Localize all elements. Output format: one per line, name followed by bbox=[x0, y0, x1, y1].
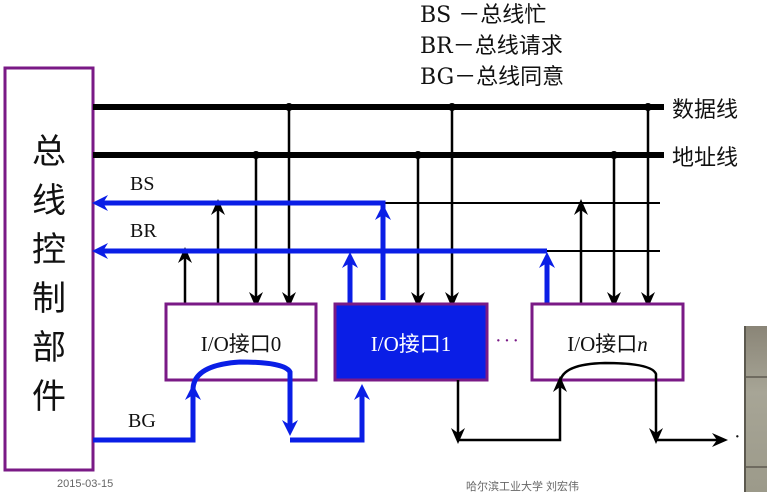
legend-meaning: 总线同意 bbox=[476, 65, 565, 90]
footer-credit: 哈尔滨工业大学 刘宏伟 bbox=[466, 481, 580, 493]
bg-chain-to-ion bbox=[458, 376, 567, 442]
legend-item-bs: BS －总线忙 bbox=[420, 0, 564, 31]
background-photo-fragment bbox=[744, 326, 767, 492]
legend-code: BG bbox=[420, 65, 455, 90]
legend-sep: － bbox=[451, 3, 481, 28]
br-signal-label: BR bbox=[130, 220, 157, 242]
bg-chain-to-io1 bbox=[290, 384, 370, 443]
legend-sep: － bbox=[452, 34, 475, 59]
io-interface-n-prefix: I/O接口 bbox=[567, 332, 638, 356]
legend-code: BS bbox=[420, 3, 452, 28]
controller-char: 制 bbox=[32, 279, 66, 319]
ellipsis-chain-continues: · bbox=[734, 426, 741, 448]
legend-code: BR bbox=[420, 34, 453, 59]
controller-char: 线 bbox=[32, 181, 66, 221]
data-bus-label: 数据线 bbox=[672, 98, 739, 123]
controller-char: 部 bbox=[32, 328, 66, 368]
io-interface-1-box[interactable] bbox=[333, 302, 489, 382]
legend-meaning: 总线请求 bbox=[474, 34, 563, 59]
footer-date: 2015-03-15 bbox=[57, 478, 114, 490]
controller-char: 控 bbox=[32, 230, 66, 270]
legend-item-br: BR－总线请求 bbox=[420, 31, 564, 62]
io-interface-n-label: I/O接口n bbox=[532, 328, 683, 358]
controller-char: 件 bbox=[32, 377, 66, 417]
signal-legend: BS －总线忙 BR－总线请求 BG－总线同意 bbox=[420, 0, 564, 93]
legend-sep: － bbox=[454, 65, 477, 90]
bus-controller-box bbox=[3, 66, 95, 472]
controller-char: 总 bbox=[32, 132, 66, 172]
ellipsis-more-interfaces: ··· bbox=[495, 330, 521, 352]
io-interface-1-label: I/O接口1 bbox=[370, 332, 452, 356]
bg-chain-to-io0 bbox=[93, 384, 201, 443]
bg-pass-through-io0 bbox=[190, 359, 298, 436]
bg-signal-label: BG bbox=[128, 410, 156, 432]
io-interface-0-label: I/O接口0 bbox=[200, 332, 282, 356]
legend-meaning: 总线忙 bbox=[480, 3, 547, 28]
legend-item-bg: BG－总线同意 bbox=[420, 62, 564, 93]
bs-signal-label: BS bbox=[130, 173, 155, 195]
bg-pass-through-ion bbox=[558, 361, 663, 444]
address-bus-label: 地址线 bbox=[672, 146, 739, 171]
io-interface-n-box[interactable] bbox=[530, 302, 685, 382]
io-interface-0-box[interactable] bbox=[164, 302, 318, 382]
bus-controller-label: 总 线 控 制 部 件 bbox=[5, 128, 93, 422]
io-interface-n-suffix: n bbox=[637, 332, 648, 356]
